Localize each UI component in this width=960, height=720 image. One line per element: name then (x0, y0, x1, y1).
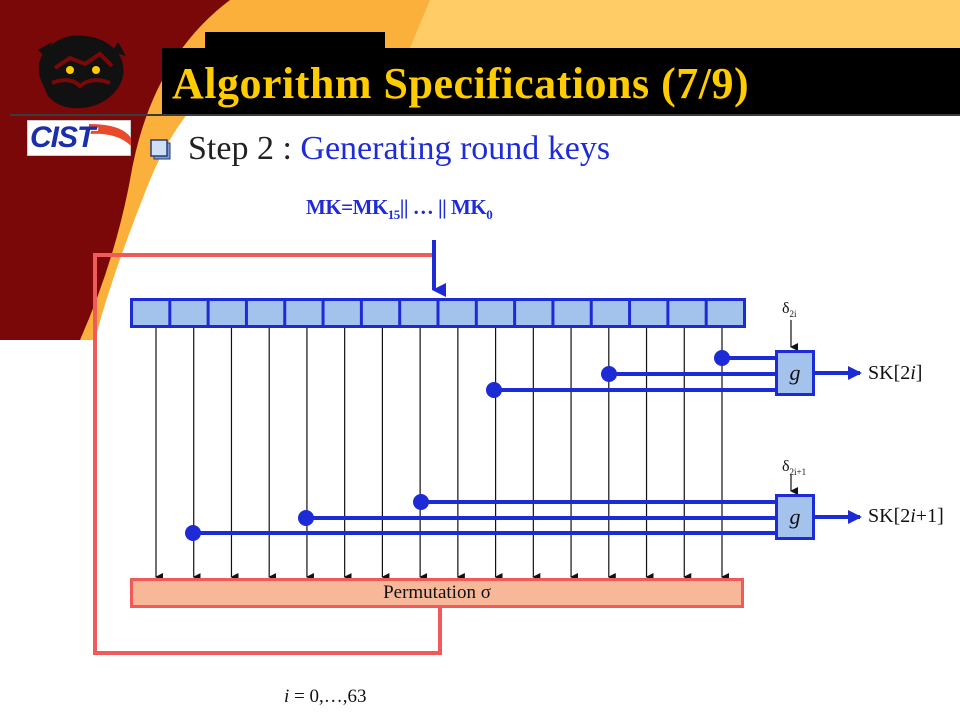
mk-mid: || … || MK (399, 195, 487, 219)
register-cell (707, 301, 743, 325)
register-cell (171, 301, 207, 325)
sk2-prefix: SK[2 (868, 505, 911, 527)
tiger-head-icon (38, 35, 126, 109)
mk-sub-first: 15 (387, 207, 401, 223)
tap-dot-6 (185, 525, 201, 541)
register-cell (247, 301, 284, 325)
register-cell (669, 301, 705, 325)
sk1-var: i (910, 362, 916, 384)
step-label: Step 2 (188, 130, 274, 167)
master-key-label: MK=MK15|| … || MK0 (306, 195, 493, 223)
delta-sub-1: 2i (789, 309, 797, 320)
sk1-prefix: SK[2 (868, 362, 911, 384)
tap-dot-2 (601, 366, 617, 382)
sk1-suffix: ] (915, 362, 923, 384)
tap-dot-5 (298, 510, 314, 526)
delta-symbol-1: δ (782, 300, 790, 317)
mk-prefix: MK=MK (306, 195, 388, 219)
g-function-box-2: g (775, 494, 815, 540)
register-cell (631, 301, 667, 325)
step-description: Generating round keys (300, 130, 611, 167)
delta-2i-label: δ2i (782, 300, 797, 319)
step-separator: : (282, 130, 292, 167)
register-cell (516, 301, 552, 325)
sk2-var: i (910, 505, 916, 527)
subkey-2i1-label: SK[2i+1] (868, 505, 944, 528)
cist-logo-badge (27, 120, 131, 156)
title-divider (10, 114, 960, 116)
register-cell (401, 301, 437, 325)
register-cell (286, 301, 322, 325)
register-output-wires (155, 328, 729, 581)
register-cell (133, 301, 169, 325)
checkbox-bullet-icon (150, 139, 171, 160)
tap-dot-1 (714, 350, 730, 366)
step-heading: Step 2 : Generating round keys (188, 130, 610, 168)
register-cell (362, 301, 399, 325)
feedback-loop-wire (93, 253, 442, 655)
delta-sub-2: 2i+1 (789, 467, 807, 478)
g-function-box-1: g (775, 350, 815, 396)
register-cell (209, 301, 245, 325)
tap-dot-3 (486, 382, 502, 398)
iter-range: = 0,…,63 (289, 686, 367, 707)
cist-logo-text: CIST (30, 121, 95, 154)
tap-dot-4 (413, 494, 429, 510)
register-cell (592, 301, 629, 325)
subkey-2i-label: SK[2i] (868, 362, 922, 385)
delta-symbol-2: δ (782, 458, 790, 475)
sk2-suffix: +1] (915, 505, 944, 527)
register-cell (554, 301, 590, 325)
permutation-box: Permutation σ (130, 578, 744, 608)
slide-title: Algorithm Specifications (7/9) (172, 59, 750, 108)
delta-2i1-label: δ2i+1 (782, 458, 806, 477)
register-cell (477, 301, 514, 325)
register-cells (133, 301, 743, 325)
mk-sub-last: 0 (486, 207, 493, 223)
iter-var: i (284, 686, 290, 707)
register-cell (439, 301, 475, 325)
register-cell (324, 301, 360, 325)
iteration-range-label: i = 0,…,63 (284, 686, 367, 708)
